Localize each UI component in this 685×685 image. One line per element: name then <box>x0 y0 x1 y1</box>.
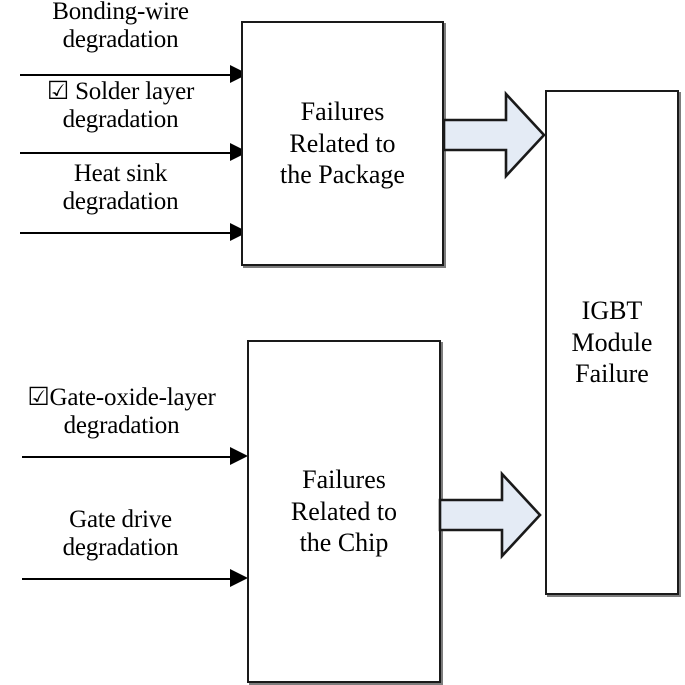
block-arrow-icon <box>438 470 542 560</box>
input-label-gate-drive: Gate drive degradation <box>62 506 179 561</box>
input-label-gate-oxide-layer: ☑Gate-oxide-layer degradation <box>27 384 216 439</box>
arrow-shaft <box>22 456 232 458</box>
box-package-failures[interactable]: Failures Related to the Package <box>241 21 444 266</box>
block-arrow-package-to-module <box>442 90 546 180</box>
box-chip-failures[interactable]: Failures Related to the Chip <box>247 340 441 683</box>
input-label-solder-layer: ☑ Solder layer degradation <box>46 78 195 133</box>
arrow-shaft <box>20 232 232 234</box>
block-arrow-chip-to-module <box>438 470 542 560</box>
block-arrow-icon <box>442 90 546 180</box>
input-label-bonding-wire: Bonding-wire degradation <box>52 0 189 53</box>
arrow-shaft <box>22 578 232 580</box>
arrow-shaft <box>20 74 232 76</box>
box-igbt-module-failure[interactable]: IGBT Module Failure <box>545 90 679 595</box>
arrow-shaft <box>20 152 232 154</box>
arrow-head-icon <box>230 569 248 587</box>
arrow-head-icon <box>230 447 248 465</box>
input-label-heat-sink: Heat sink degradation <box>62 160 179 215</box>
